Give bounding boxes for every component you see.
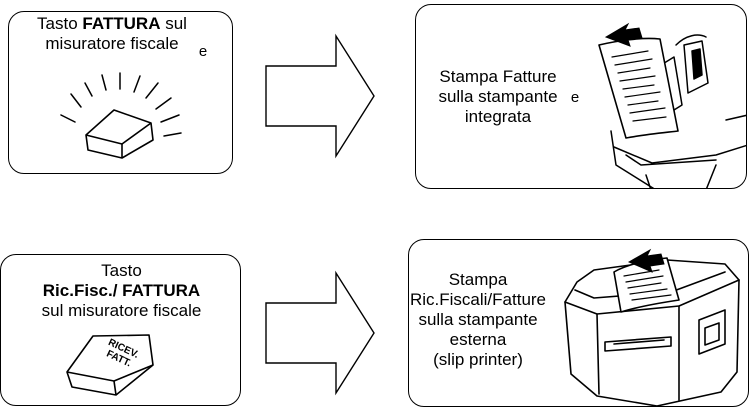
key-description-line3: sul misuratore fiscale: [41, 301, 202, 320]
slip-printer-line3: sulla stampante: [418, 310, 538, 329]
key-description-fattura: Tasto FATTURA sul misuratore fiscale: [9, 14, 215, 54]
feed-arrow-icon: [604, 22, 643, 47]
integrated-printer-illustration: [598, 22, 746, 188]
slip-printer-description: Stampa Ric.Fiscali/Fatture sulla stampan…: [409, 270, 547, 370]
slip-printer-line4: esterna: [449, 330, 507, 349]
pressed-key-illustration: [60, 72, 182, 159]
slip-printer-line5: (slip printer): [433, 350, 523, 369]
slip-printer-line1: Stampa: [448, 270, 508, 289]
key-name-fattura: FATTURA: [82, 14, 161, 33]
slip-printer-panel: Stampa Ric.Fiscali/Fatture sulla stampan…: [408, 239, 749, 407]
key-description-ricevuta-fattura: Tasto Ric.Fisc./ FATTURA sul misuratore …: [1, 261, 240, 321]
arrow-right-icon: [265, 33, 375, 159]
key-description-line1: Tasto: [101, 261, 142, 280]
stray-character: e: [570, 89, 580, 106]
feed-arrow-icon: [627, 248, 665, 273]
key-description-suffix: sul: [160, 14, 187, 33]
stray-character: e: [198, 43, 208, 60]
key-name-ricevuta-fattura: Ric.Fisc./ FATTURA: [42, 281, 201, 300]
integrated-printer-line2: sulla stampante: [438, 87, 558, 106]
key-description-line2: misuratore fiscale: [45, 34, 179, 53]
slip-printer-illustration: [564, 248, 740, 406]
integrated-printer-panel: Stampa Fatture sulla stampante integrata…: [415, 4, 747, 189]
integrated-printer-line1: Stampa Fatture: [439, 67, 557, 86]
key-description-prefix: Tasto: [37, 14, 83, 33]
slip-printer-line2: Ric.Fiscali/Fatture: [409, 290, 547, 309]
ricevuta-fattura-key-illustration: [66, 334, 154, 396]
integrated-printer-description: Stampa Fatture sulla stampante integrata: [416, 67, 580, 127]
key-panel-ricevuta-fattura: Tasto Ric.Fisc./ FATTURA sul misuratore …: [0, 254, 241, 406]
integrated-printer-line3: integrata: [464, 107, 532, 126]
arrow-right-icon: [265, 270, 375, 396]
key-panel-fattura: Tasto FATTURA sul misuratore fiscale e: [8, 11, 233, 174]
